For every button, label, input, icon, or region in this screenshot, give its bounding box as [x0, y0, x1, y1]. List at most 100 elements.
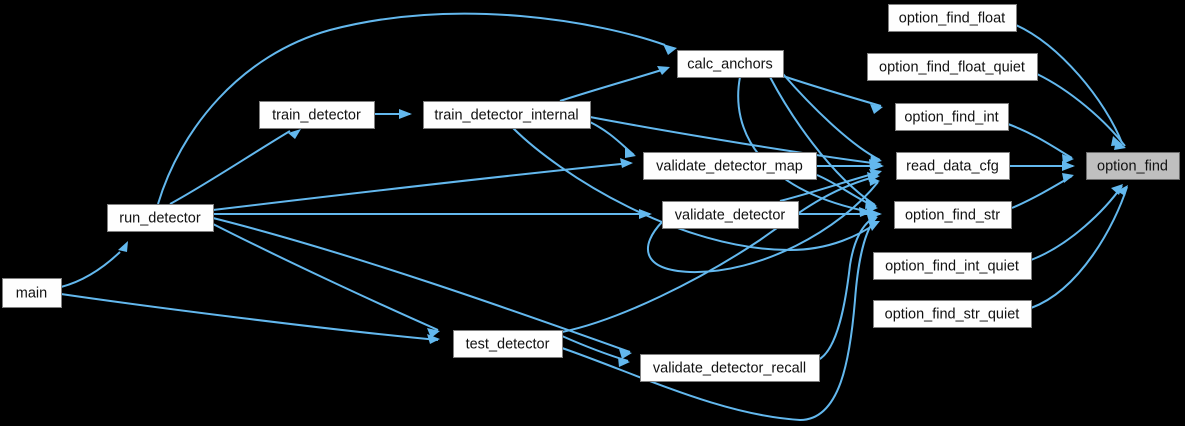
edge-line — [1030, 185, 1123, 261]
edge-line — [1011, 175, 1073, 209]
edge-line — [561, 175, 879, 333]
node-box[interactable] — [894, 201, 1012, 229]
arrowhead-icon — [619, 349, 632, 359]
node-validate_detector_recall[interactable]: validate_detector_recall — [640, 354, 820, 382]
arrowhead-icon — [620, 158, 633, 168]
arrowhead-icon — [1062, 161, 1075, 171]
edge-calc_anchors-to-option_find_int — [782, 75, 883, 114]
edge-line — [512, 127, 879, 252]
node-box[interactable] — [643, 152, 817, 180]
edge-line — [157, 12, 666, 205]
edge-run_detector-to-test_detector — [212, 223, 440, 338]
edge-run_detector-to-validate_detector — [213, 209, 652, 219]
edge-line — [782, 75, 882, 107]
edge-run_detector-to-train_detector — [169, 129, 301, 205]
node-box[interactable] — [1086, 152, 1180, 180]
arrowhead-icon — [657, 66, 670, 75]
edge-option_find_float-to-option_find — [1015, 24, 1123, 146]
node-option_find_str_quiet[interactable]: option_find_str_quiet — [873, 300, 1032, 328]
node-option_find_int[interactable]: option_find_int — [895, 103, 1009, 131]
node-box[interactable] — [107, 204, 214, 232]
arrowhead-icon — [1117, 185, 1128, 196]
node-option_find_str[interactable]: option_find_str — [894, 201, 1012, 229]
edge-train_detector-to-train_detector_internal — [374, 109, 412, 119]
node-box[interactable] — [423, 101, 591, 129]
edge-line — [1007, 123, 1073, 159]
arrowhead-icon — [871, 161, 884, 171]
node-box[interactable] — [873, 300, 1032, 328]
edge-line — [60, 293, 439, 341]
edge-line — [817, 215, 877, 361]
edge-line — [561, 217, 877, 422]
arrowhead-icon — [870, 154, 882, 164]
arrowhead-icon — [618, 357, 630, 367]
edge-main-to-test_detector — [60, 293, 440, 344]
arrowhead-icon — [427, 334, 440, 344]
edge-validate_detector_recall-to-option_find_str — [817, 213, 878, 361]
node-box[interactable] — [662, 201, 799, 229]
arrowhead-icon — [625, 148, 636, 158]
arrowhead-icon — [663, 44, 677, 55]
node-box[interactable] — [2, 278, 62, 308]
edge-line — [1030, 186, 1128, 309]
arrowhead-icon — [1062, 173, 1074, 183]
node-box[interactable] — [888, 4, 1017, 32]
edge-read_data_cfg-to-option_find — [1010, 161, 1075, 171]
edge-option_find_int_quiet-to-option_find — [1030, 184, 1123, 261]
node-box[interactable] — [873, 252, 1032, 280]
edge-line — [647, 181, 879, 274]
node-option_find_int_quiet[interactable]: option_find_int_quiet — [873, 252, 1032, 280]
node-option_find_float[interactable]: option_find_float — [888, 4, 1017, 32]
edge-option_find_float_quiet-to-option_find — [1036, 73, 1126, 150]
node-test_detector[interactable]: test_detector — [453, 330, 563, 358]
node-box[interactable] — [896, 152, 1010, 180]
node-validate_detector[interactable]: validate_detector — [662, 201, 799, 229]
arrowhead-icon — [427, 328, 440, 338]
edge-validate_detector_map-to-read_data_cfg — [817, 161, 884, 171]
node-calc_anchors[interactable]: calc_anchors — [677, 50, 784, 78]
node-read_data_cfg[interactable]: read_data_cfg — [896, 152, 1010, 180]
node-box[interactable] — [453, 330, 563, 358]
edge-test_detector-to-validate_detector_recall — [561, 335, 630, 367]
edge-option_find_str_quiet-to-option_find — [1030, 185, 1128, 309]
node-train_detector_internal[interactable]: train_detector_internal — [423, 101, 591, 129]
edge-train_detector_internal-to-calc_anchors — [559, 66, 670, 102]
edge-validate_detector-to-read_data_cfg — [647, 176, 880, 274]
edge-run_detector-to-validate_detector_recall — [212, 217, 632, 359]
node-run_detector[interactable]: run_detector — [107, 204, 214, 232]
node-option_find_float_quiet[interactable]: option_find_float_quiet — [867, 53, 1038, 81]
edge-line — [559, 67, 669, 102]
edge-main-to-run_detector — [60, 241, 128, 288]
arrowhead-icon — [118, 241, 128, 252]
edge-option_find_int-to-option_find — [1007, 123, 1074, 164]
arrowhead-icon — [288, 129, 301, 139]
edge-layer — [60, 12, 1128, 422]
edge-line — [169, 130, 291, 205]
arrowhead-icon — [1114, 140, 1126, 150]
arrowhead-icon — [1062, 154, 1074, 164]
node-option_find[interactable]: option_find — [1086, 152, 1180, 180]
edge-line — [782, 73, 881, 161]
edge-line — [212, 223, 439, 331]
edge-line — [1036, 73, 1126, 147]
edge-line — [589, 121, 635, 156]
node-box[interactable] — [677, 50, 784, 78]
node-train_detector[interactable]: train_detector — [259, 101, 375, 129]
edge-line — [60, 251, 121, 288]
node-main[interactable]: main — [2, 278, 62, 308]
edge-line — [589, 116, 881, 165]
arrowhead-icon — [870, 104, 883, 114]
node-box[interactable] — [895, 103, 1009, 131]
node-validate_detector_map[interactable]: validate_detector_map — [643, 152, 817, 180]
node-box[interactable] — [259, 101, 375, 129]
edge-line — [212, 162, 632, 211]
node-box[interactable] — [867, 53, 1038, 81]
node-box[interactable] — [640, 354, 820, 382]
arrowhead-icon — [869, 176, 880, 186]
edge-train_detector_internal-to-validate_detector_map — [589, 121, 636, 158]
edge-line — [769, 76, 876, 206]
edge-run_detector-to-calc_anchors — [157, 12, 677, 205]
edge-line — [1015, 24, 1123, 144]
